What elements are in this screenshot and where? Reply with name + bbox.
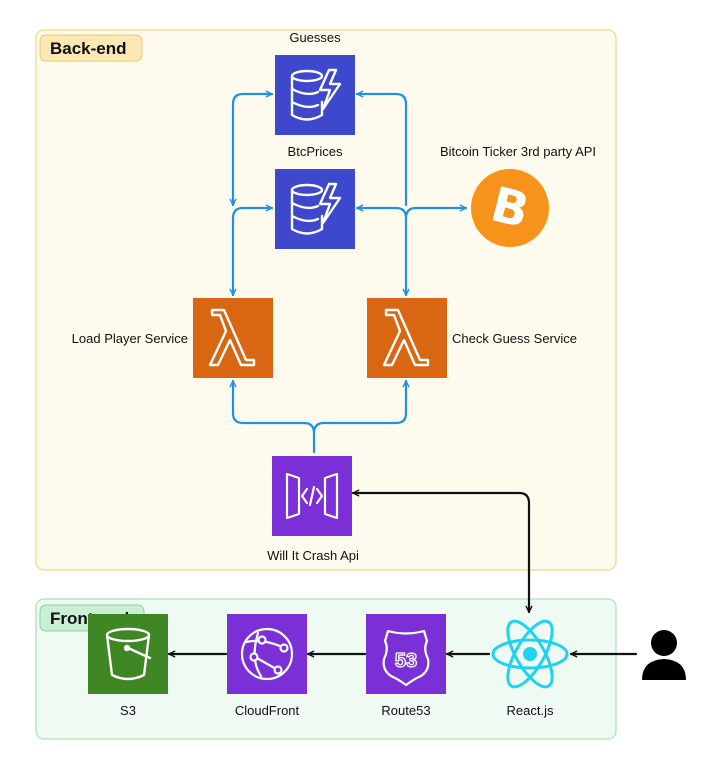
bitcoin-label: Bitcoin Ticker 3rd party API: [440, 144, 596, 159]
cloudfront-icon: [240, 627, 294, 681]
dynamodb-icon: [290, 182, 342, 235]
backend-group: Back-end: [35, 29, 617, 571]
backend-label: Back-end: [50, 39, 127, 58]
edge-load-player-guesses: [229, 90, 274, 207]
api-label: Will It Crash Api: [267, 548, 359, 563]
frontend-group-box: [35, 598, 617, 740]
route53-icon: [382, 629, 430, 687]
frontend-edges: [167, 489, 638, 658]
check-guess-tile: [367, 298, 447, 378]
cloudfront-tile: [227, 614, 307, 694]
user-icon: [642, 630, 686, 680]
route53-tile: [366, 614, 446, 694]
node-s3: S3: [88, 614, 168, 718]
node-api: Will It Crash Api: [267, 456, 359, 563]
load-player-label: Load Player Service: [72, 331, 188, 346]
react-label: React.js: [507, 703, 554, 718]
btcprices-tile: [275, 169, 355, 249]
backend-tag: [39, 34, 143, 62]
s3-bucket-icon: [105, 627, 152, 681]
s3-label: S3: [120, 703, 136, 718]
backend-group-box: [35, 29, 617, 571]
load-player-tile: [193, 298, 273, 378]
node-cloudfront: CloudFront: [227, 614, 307, 718]
node-btcprices: BtcPrices: [275, 144, 355, 249]
node-bitcoin: B Bitcoin Ticker 3rd party API: [440, 144, 596, 247]
node-load-player: Load Player Service: [72, 298, 273, 378]
guesses-label: Guesses: [289, 30, 341, 45]
btcprices-label: BtcPrices: [288, 144, 343, 159]
s3-tile: [88, 614, 168, 694]
route53-label: Route53: [381, 703, 430, 718]
node-react: React.js: [491, 619, 569, 718]
cloudfront-label: CloudFront: [235, 703, 300, 718]
node-guesses: Guesses: [275, 30, 355, 135]
dynamodb-icon: [290, 68, 342, 121]
node-check-guess: Check Guess Service: [367, 298, 577, 378]
lambda-icon: [382, 308, 430, 367]
react-icon: [491, 619, 569, 689]
edge-check-guess-bitcoin: [404, 204, 468, 220]
edge-api-check-guess: [312, 379, 410, 435]
check-guess-label: Check Guess Service: [452, 331, 577, 346]
route53-shield-text: 53: [395, 650, 417, 672]
node-user: [642, 630, 686, 680]
edge-react-api: [351, 489, 533, 614]
edge-load-player-btcprices: [229, 204, 274, 297]
guesses-tile: [275, 55, 355, 135]
bitcoin-icon: [471, 169, 549, 247]
edge-check-guess-guesses: [355, 90, 408, 207]
node-route53: 53 Route53: [366, 614, 446, 718]
lambda-icon: [208, 308, 256, 367]
backend-edges: [229, 90, 468, 454]
api-gateway-icon: [285, 472, 339, 520]
